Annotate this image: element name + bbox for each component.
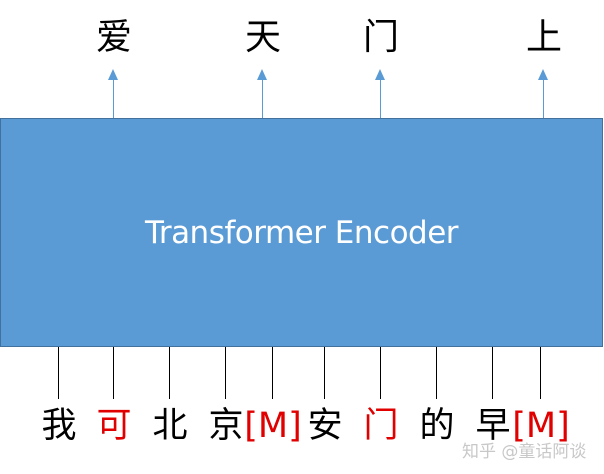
input-connector-line bbox=[380, 347, 381, 399]
arrow-up-icon bbox=[108, 69, 118, 80]
input-connector-line bbox=[58, 347, 59, 399]
input-connector-line bbox=[272, 347, 273, 399]
mask-token: [M] bbox=[512, 406, 570, 446]
input-token: 门 bbox=[363, 406, 399, 446]
output-token: 天 bbox=[244, 17, 282, 58]
input-token: 安 bbox=[307, 406, 343, 446]
input-connector-line bbox=[169, 347, 170, 399]
output-token: 爱 bbox=[95, 17, 133, 58]
output-arrow-line bbox=[543, 80, 544, 118]
input-connector-line bbox=[436, 347, 437, 399]
input-token: 早 bbox=[475, 406, 511, 446]
input-token: 的 bbox=[419, 406, 455, 446]
input-connector-line bbox=[492, 347, 493, 399]
input-connector-line bbox=[324, 347, 325, 399]
output-arrow-line bbox=[113, 80, 114, 118]
output-token: 上 bbox=[525, 17, 563, 58]
encoder-label: Transformer Encoder bbox=[144, 214, 459, 251]
input-connector-line bbox=[540, 347, 541, 399]
output-token: 门 bbox=[362, 17, 400, 58]
watermark: 知乎 @童话阿谈 bbox=[462, 442, 587, 462]
output-arrow-line bbox=[262, 80, 263, 118]
input-token: 北 bbox=[152, 406, 188, 446]
input-token: 京 bbox=[208, 406, 244, 446]
input-token: 我 bbox=[41, 406, 77, 446]
arrow-up-icon bbox=[538, 69, 548, 80]
input-connector-line bbox=[113, 347, 114, 399]
input-token: 可 bbox=[96, 406, 132, 446]
mask-token: [M] bbox=[244, 406, 302, 446]
arrow-up-icon bbox=[257, 69, 267, 80]
transformer-encoder-box: Transformer Encoder bbox=[0, 118, 603, 347]
output-arrow-line bbox=[380, 80, 381, 118]
input-connector-line bbox=[225, 347, 226, 399]
arrow-up-icon bbox=[375, 69, 385, 80]
